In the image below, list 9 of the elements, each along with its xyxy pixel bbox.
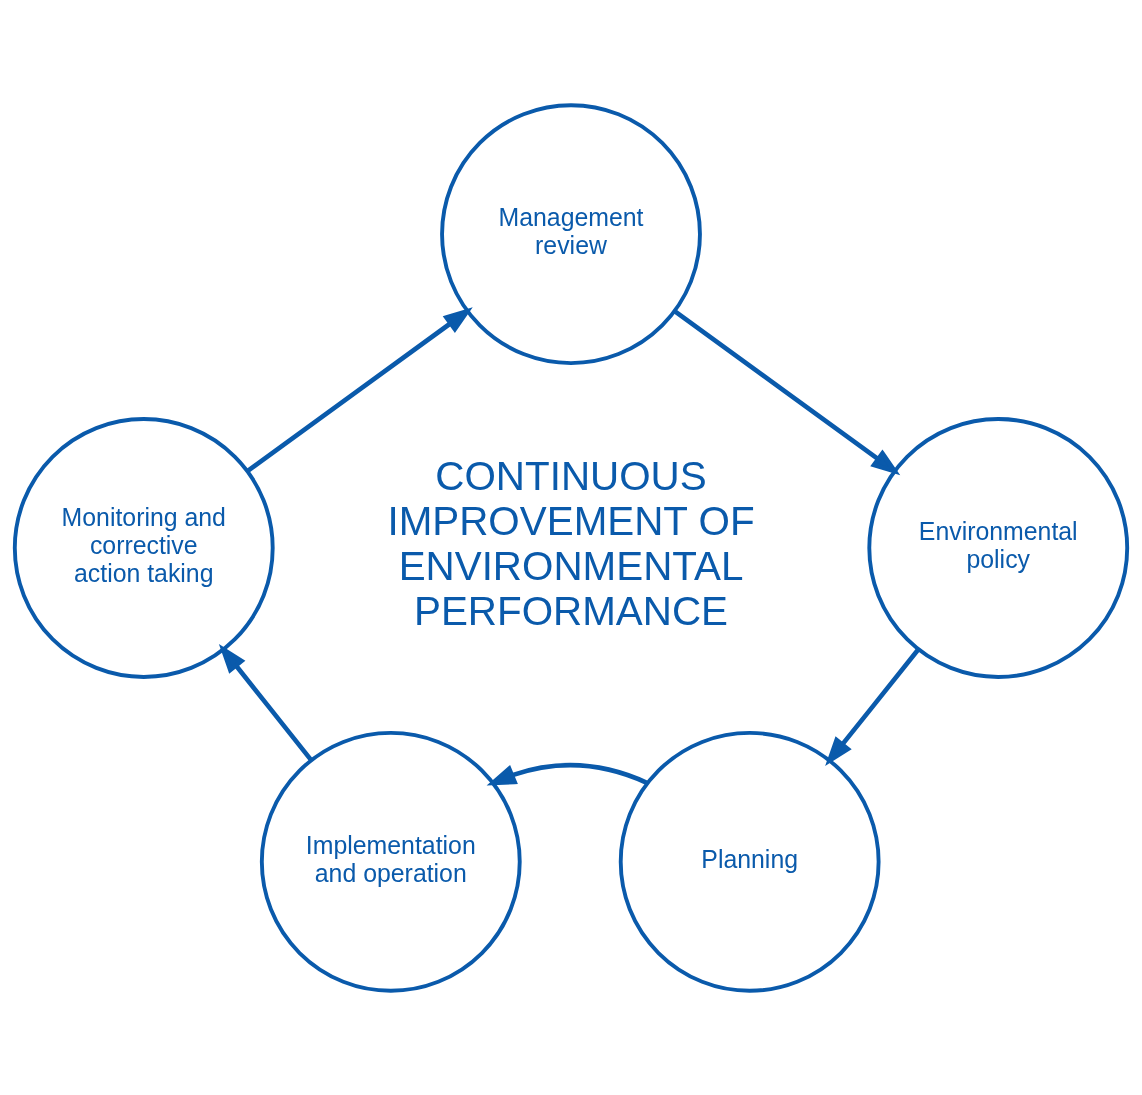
arrow [486,762,649,786]
arrow [825,647,921,766]
node-circle: Monitoring and corrective action taking [12,416,275,679]
arrow [246,306,473,473]
arrow [673,308,901,475]
node-circle: Implementation and operation [259,730,522,993]
node-circle: Planning [618,730,881,993]
arrow [218,643,313,761]
label: CONTINUOUS IMPROVEMENT OF ENVIRONMENTAL PERFORMANCE [387,452,755,634]
